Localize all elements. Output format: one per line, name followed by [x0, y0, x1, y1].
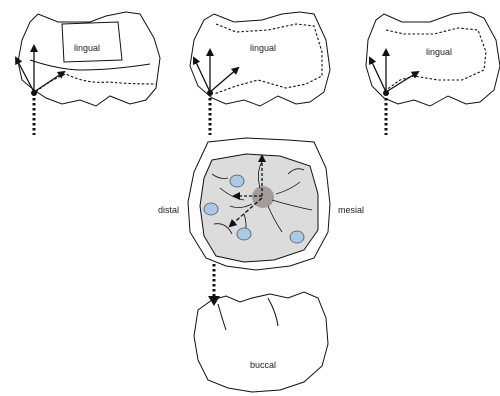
- occlusal-view: distal mesial: [158, 138, 364, 270]
- tooth-2-dashed-outline: [214, 24, 322, 94]
- buccal-tooth: buccal: [194, 292, 328, 392]
- tooth-1-origin-dot: [31, 90, 37, 96]
- tooth-1-label: lingual: [74, 43, 100, 53]
- tooth-view-2: lingual: [190, 12, 330, 135]
- tooth-2-label: lingual: [250, 43, 276, 53]
- tooth-view-1: lingual: [16, 12, 160, 135]
- tooth-1-lingual-surface: [62, 22, 122, 62]
- bubble-marker: [290, 231, 304, 243]
- tooth-2-arrow-right: [210, 68, 238, 92]
- bubble-marker: [237, 228, 251, 240]
- buccal-label: buccal: [250, 360, 276, 370]
- tooth-3-dashed-outline: [386, 28, 486, 90]
- tooth-1-arrow-left: [16, 58, 34, 92]
- buccal-cusp-line: [218, 304, 226, 330]
- tooth-3-label: lingual: [426, 47, 452, 57]
- bubble-marker: [230, 175, 244, 187]
- tooth-3-arrow-right: [386, 72, 418, 92]
- tooth-1-dashed-groove: [36, 74, 156, 92]
- distal-label: distal: [158, 205, 179, 215]
- buccal-tooth-outline: [194, 292, 328, 392]
- buccal-cusp-line-2: [268, 298, 278, 326]
- bubble-marker: [204, 203, 218, 215]
- tooth-1-outline: [18, 12, 160, 106]
- tooth-2-origin-dot: [207, 90, 213, 96]
- tooth-view-3: lingual: [366, 12, 500, 135]
- tooth-1-arrow-right: [34, 72, 64, 92]
- mesial-label: mesial: [338, 205, 364, 215]
- tooth-2-arrow-left: [194, 58, 210, 92]
- tooth-3-origin-dot: [383, 90, 389, 96]
